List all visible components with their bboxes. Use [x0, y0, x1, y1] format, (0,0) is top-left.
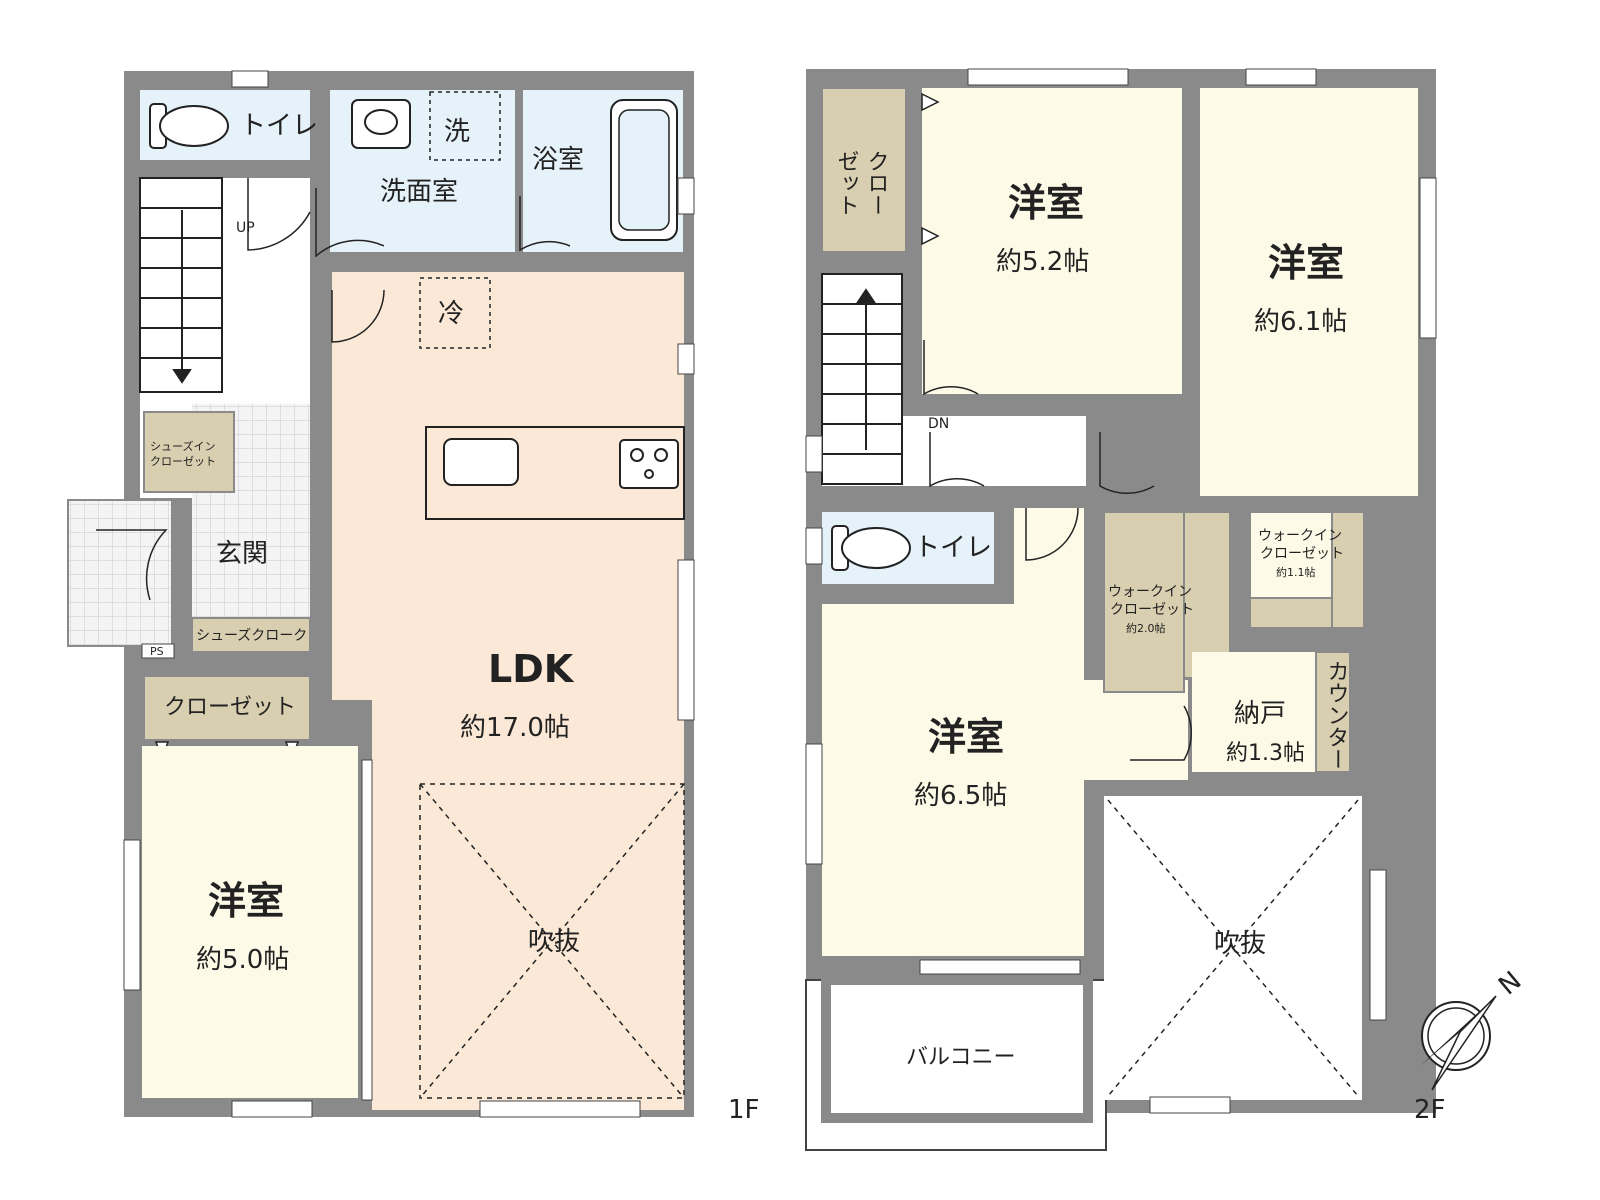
stairs-1f: [139, 177, 223, 393]
label-entrance: 玄関: [216, 539, 268, 569]
shoes-cloak: [191, 617, 311, 653]
toilet-icon: [149, 103, 229, 149]
room-western-c: [822, 604, 1084, 956]
label-western-1f: 洋室: [208, 879, 284, 923]
closet-2f: [821, 87, 907, 253]
label-closet-2f-v1: クロー: [864, 150, 889, 216]
label-ps: PS: [150, 645, 164, 658]
label-room-a-size: 約5.2帖: [996, 247, 1089, 277]
counter: [1315, 651, 1351, 773]
label-wic-a1: ウォークイン: [1108, 584, 1192, 600]
void-2f: [1107, 799, 1359, 1097]
label-closet-2f-v2: ゼット: [834, 150, 859, 216]
shoes-in-closet: [143, 411, 235, 493]
label-north: N: [1493, 966, 1527, 1001]
label-western-1f-size: 約5.0帖: [196, 945, 289, 975]
label-toilet-1f: トイレ: [240, 111, 318, 141]
room-western-b: [1200, 88, 1418, 496]
label-storage: 納戸: [1234, 699, 1286, 729]
label-wic-b3: 約1.1帖: [1276, 565, 1316, 579]
label-stair-up: UP: [236, 220, 255, 236]
room-ldk: [332, 272, 684, 1110]
washer-space: [429, 91, 501, 161]
label-washer: 洗: [444, 117, 470, 147]
label-floor-1f: 1F: [728, 1095, 760, 1125]
label-void-2f: 吹抜: [1214, 929, 1266, 959]
closet-1f: [143, 675, 311, 741]
floor-2: [805, 68, 1437, 1151]
fridge-space: [419, 277, 491, 349]
doors-2f: [923, 340, 1192, 761]
storage-room: [1192, 652, 1316, 772]
walk-in-closet-a: [1103, 511, 1185, 693]
label-room-b: 洋室: [1268, 241, 1344, 285]
label-shoes-in-2: クローゼット: [150, 455, 216, 468]
label-room-c: 洋室: [928, 715, 1004, 759]
label-floor-2f: 2F: [1414, 1095, 1446, 1125]
label-washroom: 洗面室: [380, 177, 458, 207]
label-shoes-cloak: シューズクローク: [196, 628, 307, 644]
compass-icon: N: [1420, 966, 1527, 1091]
room-western-a: [922, 88, 1182, 394]
label-shoes-in: シューズイン: [150, 439, 215, 453]
floor-1: [67, 70, 695, 1118]
label-wic-b1: ウォークイン: [1258, 528, 1342, 544]
pipe-space: [141, 643, 175, 659]
room-c-nook: [1014, 508, 1084, 608]
labels-2f: クロー ゼット 洋室 約5.2帖 洋室 約6.1帖 DN トイレ ウォークイン …: [834, 150, 1446, 1125]
label-room-c-size: 約6.5帖: [914, 781, 1007, 811]
label-ldk-size: 約17.0帖: [460, 713, 570, 743]
label-wic-a2: クローゼット: [1110, 602, 1194, 618]
label-storage-size: 約1.3帖: [1226, 741, 1305, 766]
entrance-porch: [67, 499, 173, 647]
label-stair-dn: DN: [928, 416, 949, 432]
basin-icon: [351, 99, 411, 149]
balcony-inner: [821, 975, 1093, 1123]
label-toilet-2f: トイレ: [914, 533, 992, 563]
label-ldk: LDK: [488, 647, 575, 691]
windows-1f: [123, 70, 695, 1118]
windows-2f: [805, 68, 1437, 1114]
label-wic-b2: クローゼット: [1260, 546, 1344, 562]
label-fridge: 冷: [438, 299, 464, 329]
stove-icon: [619, 439, 679, 489]
doors-1f: [96, 178, 571, 601]
label-void-1f: 吹抜: [528, 927, 580, 957]
label-balcony: バルコニー: [906, 1045, 1016, 1070]
label-room-b-size: 約6.1帖: [1254, 307, 1347, 337]
label-wic-a3: 約2.0帖: [1126, 621, 1166, 635]
stairs-2f: [821, 273, 903, 485]
label-room-a: 洋室: [1008, 181, 1084, 225]
sink-icon: [443, 438, 519, 486]
room-c-nook2: [1084, 680, 1188, 780]
room-western-1f: [142, 746, 358, 1098]
labels-1f: トイレ 洗 洗面室 浴室 冷 UP シューズイン クローゼット 玄関 シューズク…: [150, 111, 760, 1125]
toilet-2f-icon: [831, 525, 911, 571]
label-bath: 浴室: [532, 145, 584, 175]
label-closet-1f: クローゼット: [164, 695, 296, 720]
void-1f: [419, 783, 685, 1099]
label-counter: カウンター: [1324, 660, 1349, 770]
